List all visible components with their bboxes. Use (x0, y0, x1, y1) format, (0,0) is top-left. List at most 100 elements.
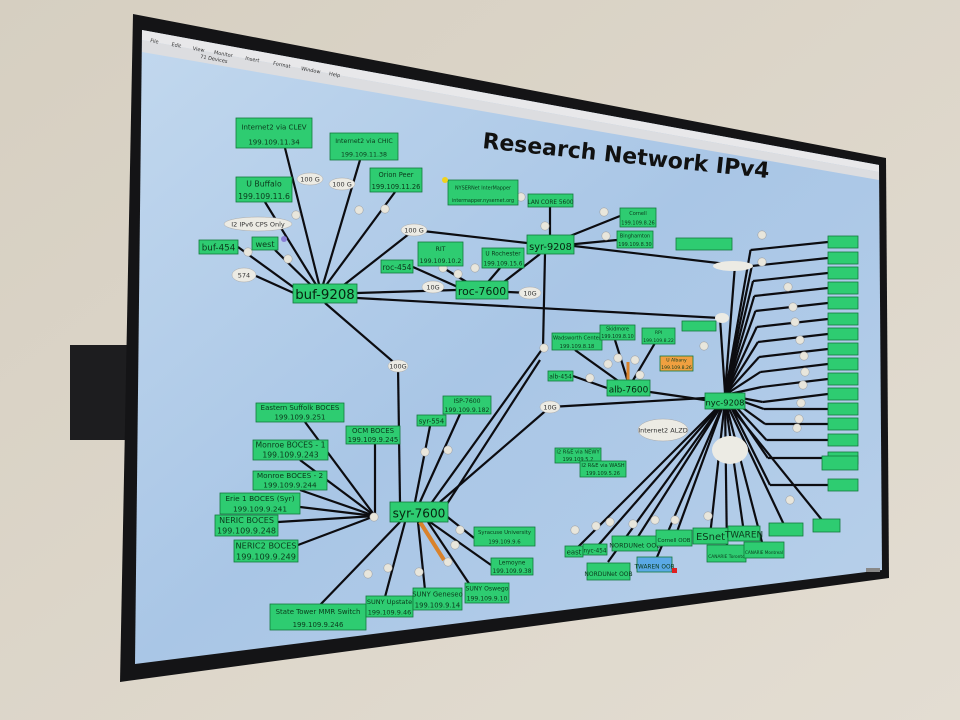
network-link[interactable] (750, 240, 829, 252)
interface-dot[interactable] (291, 210, 301, 220)
network-link[interactable] (724, 326, 758, 396)
link-label[interactable]: 100G (387, 359, 409, 373)
interface-dot[interactable] (470, 263, 480, 273)
link-label[interactable]: 10G (539, 400, 561, 414)
network-link[interactable] (412, 265, 461, 290)
network-link[interactable] (754, 286, 829, 298)
menu-item-edit[interactable]: Edit (171, 42, 182, 50)
interface-dot[interactable] (792, 423, 802, 433)
link-label[interactable]: Internet2 ALZD (637, 418, 689, 442)
network-link[interactable] (429, 347, 544, 506)
node-unlabeled[interactable] (827, 417, 859, 431)
interface-dot[interactable] (369, 512, 379, 522)
interface-dot[interactable] (243, 247, 253, 257)
network-link[interactable] (724, 399, 827, 526)
network-link[interactable] (594, 399, 726, 550)
node-unlabeled[interactable] (827, 478, 859, 492)
network-link[interactable] (499, 253, 541, 286)
network-link[interactable] (613, 339, 630, 383)
interface-dot[interactable] (796, 398, 806, 408)
menu-item-help[interactable]: Help (328, 71, 340, 79)
network-link[interactable] (757, 332, 829, 344)
node-unlabeled[interactable] (827, 281, 859, 295)
network-link[interactable] (541, 253, 547, 349)
network-link[interactable] (413, 228, 528, 245)
interface-dot[interactable] (635, 370, 645, 380)
interface-dot[interactable] (570, 525, 580, 535)
interface-dot[interactable] (757, 257, 767, 267)
interface-dot[interactable] (601, 231, 611, 241)
interface-dot[interactable] (599, 207, 609, 217)
node-unlabeled[interactable] (827, 357, 859, 371)
link-label[interactable]: 100 G (296, 172, 324, 186)
interface-dot[interactable] (613, 353, 623, 363)
node-cornell-oob[interactable]: Cornell OOB (655, 529, 693, 547)
network-link[interactable] (752, 271, 829, 283)
network-link[interactable] (723, 399, 746, 534)
node-roc-454[interactable]: roc-454 (380, 259, 414, 274)
interface-dot[interactable] (790, 317, 800, 327)
network-link[interactable] (277, 514, 376, 524)
network-link[interactable] (418, 413, 462, 503)
interface-dot[interactable] (414, 567, 424, 577)
network-link[interactable] (633, 399, 726, 544)
network-link[interactable] (724, 356, 760, 396)
network-link[interactable] (723, 399, 766, 551)
menu-item-monitor[interactable]: Monitor (213, 50, 234, 60)
network-link[interactable] (724, 371, 761, 396)
network-link[interactable] (319, 521, 401, 606)
interface-dot[interactable] (795, 335, 805, 345)
interface-dot[interactable] (650, 515, 660, 525)
interface-dot[interactable] (799, 351, 809, 361)
interface-dot[interactable] (380, 204, 390, 214)
node-alb-7600[interactable]: alb-7600 (606, 379, 651, 397)
node-syr-9208[interactable]: syr-9208 (526, 234, 575, 255)
network-link[interactable] (724, 341, 759, 396)
highlighted-link[interactable] (418, 520, 446, 562)
node-canarie-mtl[interactable]: CANARIE Montreal (743, 541, 785, 559)
network-link[interactable] (299, 488, 376, 518)
node-unlabeled[interactable] (821, 455, 859, 471)
node-twaren-oob[interactable]: TWAREN OOB (633, 556, 675, 573)
network-link[interactable] (356, 296, 721, 320)
network-link[interactable] (413, 425, 432, 503)
menu-item-format[interactable]: Format (273, 61, 291, 70)
interface-dot[interactable] (455, 525, 465, 535)
network-link[interactable] (274, 249, 317, 291)
network-link[interactable] (339, 229, 415, 289)
interface-dot[interactable] (800, 367, 810, 377)
node-unlabeled[interactable] (827, 327, 859, 341)
network-link[interactable] (264, 201, 319, 289)
network-link[interactable] (723, 310, 757, 396)
network-link[interactable] (283, 147, 322, 289)
interface-dot[interactable] (605, 517, 615, 527)
menu-item-insert[interactable]: Insert (245, 56, 260, 65)
node-nyc-454[interactable]: nyc-454 (582, 543, 608, 556)
network-link[interactable] (718, 317, 727, 394)
interface-dot[interactable] (443, 557, 453, 567)
interface-dot[interactable] (788, 302, 798, 312)
network-link[interactable] (383, 521, 407, 598)
network-link[interactable] (255, 274, 297, 296)
node-unlabeled[interactable] (827, 312, 859, 326)
node-alb-454[interactable]: alb-454 (547, 370, 574, 382)
menu-item-file[interactable]: File (150, 38, 159, 45)
network-link[interactable] (299, 459, 376, 517)
interface-dot[interactable] (354, 205, 364, 215)
interface-dot[interactable] (603, 359, 613, 369)
node-unlabeled[interactable] (827, 342, 859, 356)
network-link[interactable] (429, 521, 492, 566)
menu-item-view[interactable]: View (192, 46, 205, 54)
network-link[interactable] (723, 264, 737, 394)
